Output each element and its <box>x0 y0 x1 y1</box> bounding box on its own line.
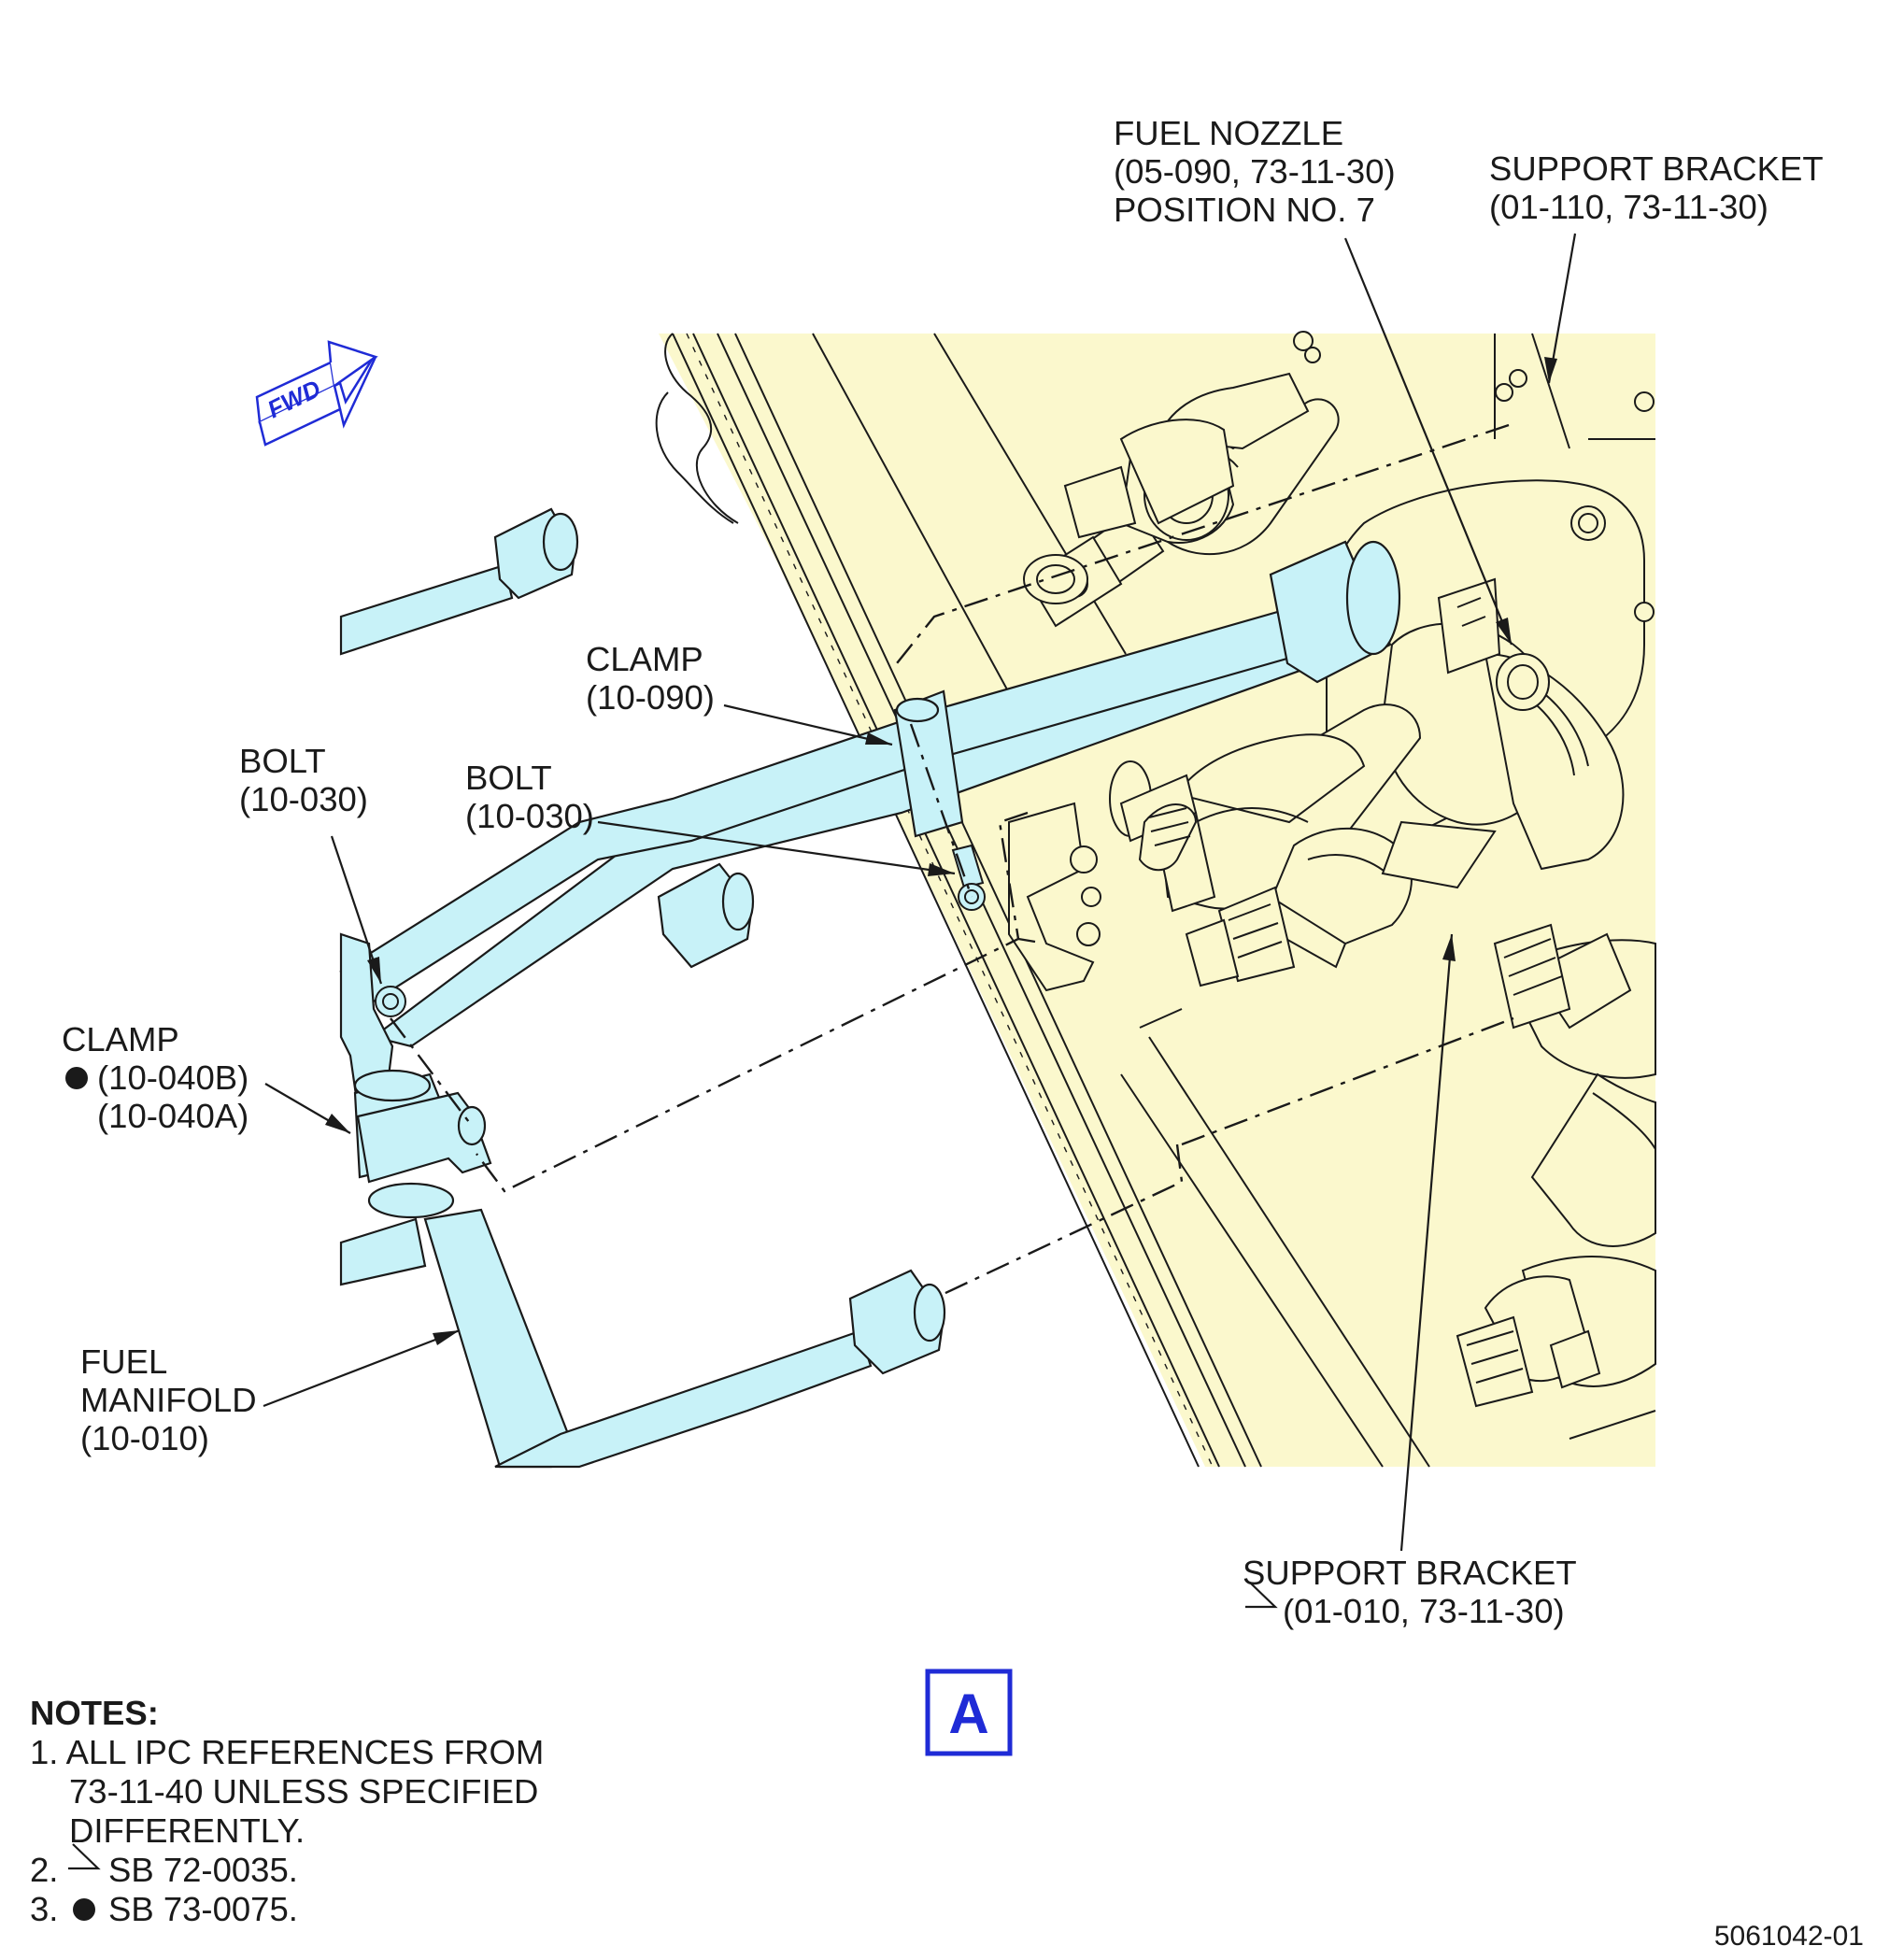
bolt-left-part <box>375 986 406 1017</box>
bolt-center-part <box>951 844 986 911</box>
label-support-bracket-bottom: SUPPORT BRACKET (01-010, 73-11-30) <box>1243 1554 1577 1630</box>
note-1-line-3: DIFFERENTLY. <box>69 1811 305 1850</box>
clamp-lower-title: CLAMP <box>62 1020 179 1058</box>
support-bracket-top-ref: (01-110, 73-11-30) <box>1489 188 1768 226</box>
fuel-manifold-title-1: FUEL <box>80 1342 167 1381</box>
view-box <box>925 1669 1013 1756</box>
bolt-left-ref: (10-030) <box>239 780 368 818</box>
fuel-manifold-ref: (10-010) <box>80 1419 209 1457</box>
clamp-upper-ref: (10-090) <box>586 678 715 717</box>
label-fuel-nozzle: FUEL NOZZLE (05-090, 73-11-30) POSITION … <box>1114 114 1396 229</box>
view-letter: A <box>948 1683 988 1745</box>
filled-circle-icon <box>73 1898 95 1921</box>
fuel-nozzle-title: FUEL NOZZLE <box>1114 114 1343 152</box>
bolt-left-title: BOLT <box>239 742 326 780</box>
label-bolt-center: BOLT (10-030) <box>465 759 594 835</box>
filled-circle-icon <box>65 1067 88 1089</box>
view-marker: A <box>925 1669 1013 1756</box>
fuel-nozzle-position: POSITION NO. 7 <box>1114 191 1375 229</box>
note-1-line-1: 1. ALL IPC REFERENCES FROM <box>30 1733 544 1771</box>
note-3-text: SB 73-0075. <box>108 1890 298 1928</box>
triangle-mark-icon <box>1245 1582 1278 1609</box>
leader-lines <box>263 233 1577 1552</box>
fuel-manifold-title-2: MANIFOLD <box>80 1381 257 1419</box>
bolt-center-title: BOLT <box>465 759 552 797</box>
label-clamp-lower: CLAMP (10-040B) (10-040A) <box>62 1020 249 1135</box>
clamp-lower-ref-a: (10-040A) <box>97 1097 249 1135</box>
fuel-manifold-tubes <box>339 507 1401 1469</box>
label-support-bracket-top: SUPPORT BRACKET (01-110, 73-11-30) <box>1489 149 1824 226</box>
engine-illustration <box>655 331 1656 1468</box>
label-bolt-left: BOLT (10-030) <box>239 742 368 818</box>
bolts <box>375 844 986 1017</box>
note-2-text: SB 72-0035. <box>108 1851 298 1889</box>
phantom-lines <box>390 423 1514 1296</box>
note-2-number: 2. <box>30 1851 58 1889</box>
support-bracket-top-title: SUPPORT BRACKET <box>1489 149 1824 188</box>
note-3-number: 3. <box>30 1890 58 1928</box>
notes-block: NOTES: 1. ALL IPC REFERENCES FROM 73-11-… <box>30 1694 544 1928</box>
manifold-left-branch <box>339 1217 427 1286</box>
label-clamp-upper: CLAMP (10-090) <box>586 640 715 717</box>
fuel-nozzle-ref: (05-090, 73-11-30) <box>1114 152 1396 191</box>
fwd-arrow: FWD <box>255 340 378 447</box>
figure-id: 5061042-01 <box>1714 1921 1864 1952</box>
support-bracket-bottom-title: SUPPORT BRACKET <box>1243 1554 1577 1592</box>
triangle-mark-icon <box>68 1843 101 1870</box>
clamp-upper-title: CLAMP <box>586 640 703 678</box>
label-fuel-manifold: FUEL MANIFOLD (10-010) <box>80 1342 257 1457</box>
clamp-10-040-body <box>356 1091 492 1184</box>
tube-top-left <box>339 563 514 656</box>
note-1-line-2: 73-11-40 UNLESS SPECIFIED <box>69 1772 538 1811</box>
support-bracket-bottom-ref: (01-010, 73-11-30) <box>1283 1592 1565 1630</box>
bolt-center-ref: (10-030) <box>465 797 594 835</box>
notes-title: NOTES: <box>30 1694 159 1732</box>
clamp-lower-ref-b: (10-040B) <box>97 1058 249 1097</box>
